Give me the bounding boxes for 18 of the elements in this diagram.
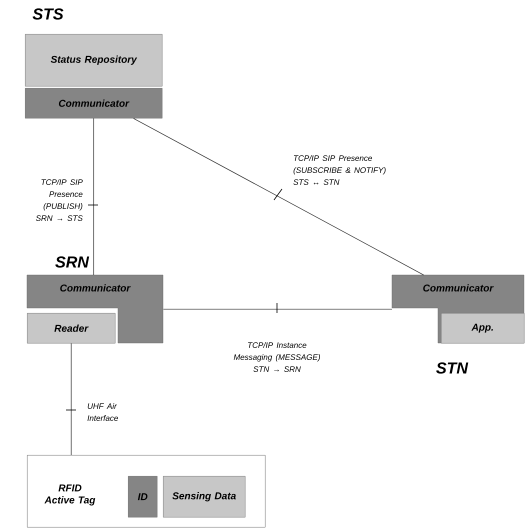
component-box: Reader bbox=[27, 313, 116, 344]
edge-label: TCP/IP Instance Messaging (MESSAGE) STN → SRN bbox=[234, 342, 320, 372]
group-title: SRN bbox=[55, 256, 90, 268]
edge-label: TCP/IP SIP Presence (SUBSCRIBE & NOTIFY) STS ↔ STN bbox=[293, 155, 386, 185]
component-box: Sensing Data bbox=[163, 476, 246, 518]
connector-line bbox=[133, 118, 424, 276]
edge-label: UHF Air Interface bbox=[88, 403, 118, 421]
component-box: App. bbox=[441, 313, 524, 344]
connector-line bbox=[93, 118, 94, 276]
component-box: Communicator bbox=[25, 88, 162, 118]
component-box: Status Repository bbox=[25, 34, 162, 86]
tag-label: RFID Active Tag bbox=[44, 484, 96, 506]
connector-line bbox=[163, 308, 392, 310]
component-box: ID bbox=[128, 476, 158, 518]
connector-line bbox=[70, 343, 72, 456]
group-title: STS bbox=[32, 8, 64, 20]
edge-label: TCP/IP SIP Presence (PUBLISH) SRN → STS bbox=[36, 179, 83, 221]
group-title: STN bbox=[436, 362, 468, 374]
